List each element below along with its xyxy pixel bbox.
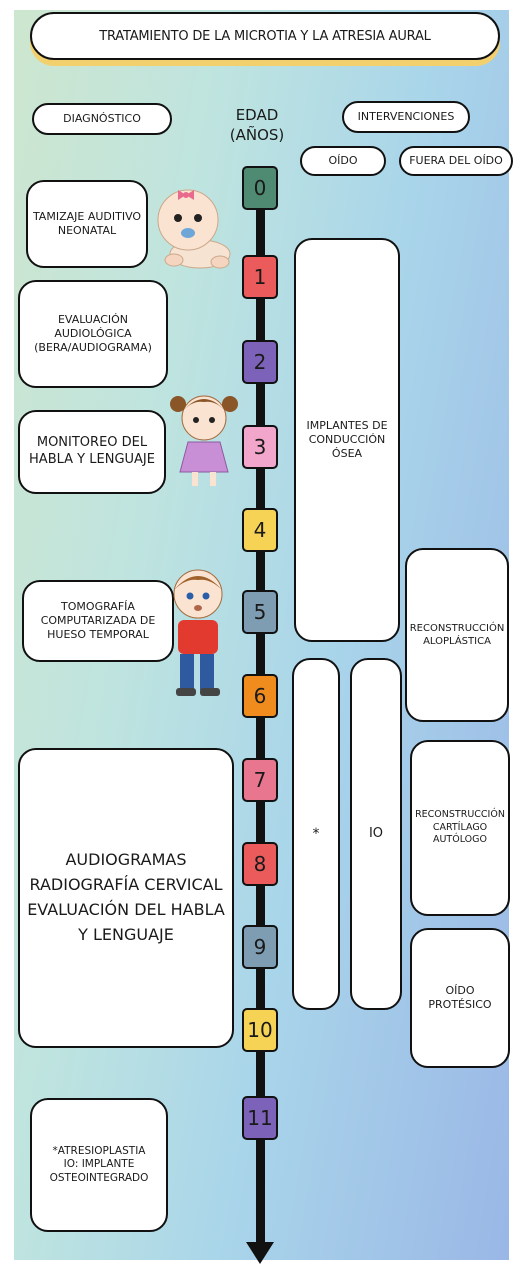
- age-marker-2: 2: [242, 340, 278, 384]
- intervention-reconstruccion-aloplastica-line: RECONSTRUCCIÓN: [409, 623, 505, 634]
- diagnosis-evaluacion-line: EVALUACIÓN: [57, 312, 129, 326]
- diagnosis-audiogramas-line: RADIOGRAFÍA CERVICAL: [29, 875, 223, 895]
- header-intervenciones-label: INTERVENCIONES: [357, 109, 455, 123]
- timeline-arrow-icon: [246, 1242, 274, 1264]
- header-diagnostico: DIAGNÓSTICO: [32, 103, 172, 135]
- diagnosis-audiogramas-line: AUDIOGRAMAS: [65, 850, 187, 870]
- diagnosis-evaluacion-line: (BERA/AUDIOGRAMA): [34, 341, 152, 355]
- age-marker-11: 11: [242, 1096, 278, 1140]
- intervention-reconstruccion-aloplastica: RECONSTRUCCIÓN ALOPLÁSTICA: [405, 548, 509, 722]
- age-marker-4: 4: [242, 508, 278, 552]
- header-diagnostico-label: DIAGNÓSTICO: [63, 111, 141, 125]
- age-marker-6: 6: [242, 674, 278, 718]
- diagnosis-evaluacion-line: AUDIOLÓGICA: [54, 326, 132, 340]
- legend-note: *ATRESIOPLASTIA IO: IMPLANTE OSTEOINTEGR…: [30, 1098, 168, 1232]
- intervention-oido-protesico-line: OÍDO: [445, 983, 475, 997]
- intervention-atresioplastia: *: [292, 658, 340, 1010]
- legend-note-line: OSTEOINTEGRADO: [49, 1171, 149, 1184]
- diagnosis-audiogramas-line: EVALUACIÓN DEL HABLA: [27, 900, 225, 919]
- girl-illustration-icon: [170, 395, 238, 486]
- header-intervenciones: INTERVENCIONES: [342, 101, 470, 133]
- intervention-io: IO: [350, 658, 402, 1010]
- age-marker-7: 7: [242, 758, 278, 802]
- age-marker-3: 3: [242, 425, 278, 469]
- legend-note-line: IO: IMPLANTE: [63, 1158, 135, 1171]
- header-fuera-del-oido-label: FUERA DEL OÍDO: [409, 153, 503, 167]
- diagnosis-audiogramas: AUDIOGRAMAS RADIOGRAFÍA CERVICAL EVALUAC…: [18, 748, 234, 1048]
- diagnosis-monitoreo: MONITOREO DEL HABLA Y LENGUAJE: [18, 410, 166, 494]
- intervention-reconstruccion-cartilago-line: CARTÍLAGO: [432, 821, 488, 833]
- intervention-oido-protesico-line: PROTÉSICO: [428, 998, 492, 1011]
- age-marker-8: 8: [242, 842, 278, 886]
- age-marker-1: 1: [242, 255, 278, 299]
- baby-illustration-icon: [157, 189, 231, 269]
- legend-note-line: *ATRESIOPLASTIA: [52, 1144, 146, 1157]
- intervention-oido-protesico: OÍDO PROTÉSICO: [410, 928, 510, 1068]
- intervention-implantes-line: IMPLANTES DE: [306, 418, 388, 432]
- intervention-reconstruccion-cartilago-line: RECONSTRUCCIÓN: [415, 809, 505, 821]
- diagnosis-monitoreo-line: HABLA Y LENGUAJE: [29, 452, 155, 467]
- diagnosis-evaluacion: EVALUACIÓN AUDIOLÓGICA (BERA/AUDIOGRAMA): [18, 280, 168, 388]
- header-edad: EDAD (AÑOS): [222, 105, 292, 146]
- diagnosis-monitoreo-line: MONITOREO DEL: [36, 435, 148, 451]
- boy-illustration-icon: [173, 569, 223, 696]
- age-marker-9: 9: [242, 925, 278, 969]
- diagnosis-tomografia-line: TOMOGRAFÍA: [61, 599, 135, 613]
- page-title: TRATAMIENTO DE LA MICROTIA Y LA ATRESIA …: [30, 12, 500, 60]
- header-edad-line2: (AÑOS): [229, 126, 285, 145]
- header-oido-label: OÍDO: [328, 153, 358, 167]
- diagnosis-tomografia-line: HUESO TEMPORAL: [47, 628, 149, 642]
- diagnosis-tamizaje-text: TAMIZAJE AUDITIVO NEONATAL: [32, 209, 142, 237]
- intervention-reconstruccion-cartilago-line: AUTÓLOGO: [432, 834, 487, 846]
- page-title-text: TRATAMIENTO DE LA MICROTIA Y LA ATRESIA …: [99, 28, 431, 44]
- intervention-io-label: IO: [368, 825, 384, 841]
- intervention-reconstruccion-aloplastica-line: ALOPLÁSTICA: [423, 636, 491, 647]
- intervention-implantes: IMPLANTES DE CONDUCCIÓN ÓSEA: [294, 238, 400, 642]
- intervention-reconstruccion-cartilago: RECONSTRUCCIÓN CARTÍLAGO AUTÓLOGO: [410, 740, 510, 916]
- age-marker-5: 5: [242, 590, 278, 634]
- intervention-implantes-line: CONDUCCIÓN: [308, 432, 386, 446]
- diagnosis-tamizaje: TAMIZAJE AUDITIVO NEONATAL: [26, 180, 148, 268]
- diagnosis-tomografia-line: COMPUTARIZADA DE: [40, 613, 156, 627]
- intervention-atresioplastia-label: *: [312, 825, 320, 842]
- diagnosis-audiogramas-line: Y LENGUAJE: [78, 924, 174, 944]
- age-marker-10: 10: [242, 1008, 278, 1052]
- header-edad-line1: EDAD: [235, 106, 279, 124]
- diagnosis-tomografia: TOMOGRAFÍA COMPUTARIZADA DE HUESO TEMPOR…: [22, 580, 174, 662]
- header-oido: OÍDO: [300, 146, 386, 176]
- age-marker-0: 0: [242, 166, 278, 210]
- intervention-implantes-line: ÓSEA: [331, 447, 363, 461]
- header-fuera-del-oido: FUERA DEL OÍDO: [399, 146, 513, 176]
